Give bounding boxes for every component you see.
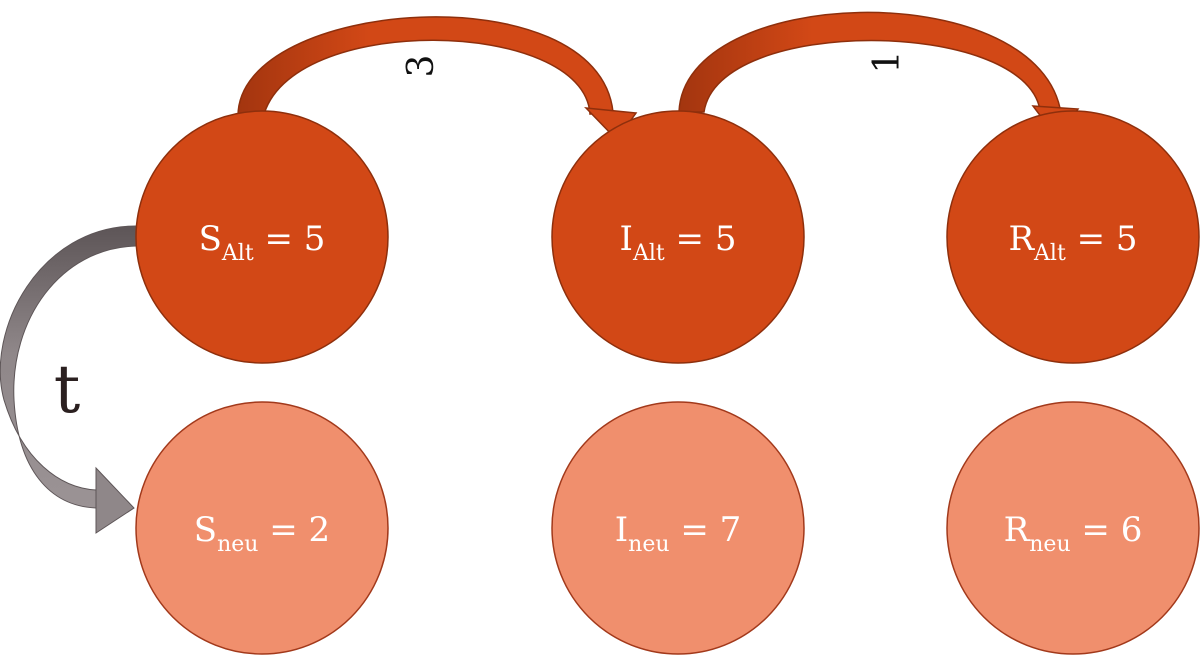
node-s-alt-circle [135,110,389,364]
node-r-neu-label: Rneu = 6 [1004,510,1143,557]
node-i-alt-rest: = 5 [665,219,737,259]
time-label: t [54,351,81,428]
node-i-neu-sub: neu [628,532,669,557]
edge-label-i-to-r: 1 [867,51,908,74]
node-i-neu-rest: = 7 [670,510,742,550]
node-r-alt-label: RAlt = 5 [1008,219,1137,266]
node-s-alt: SAlt = 5 [135,110,389,364]
node-r-alt-rest: = 5 [1066,219,1138,259]
node-s-alt-var: S [199,219,222,259]
node-s-alt-label: SAlt = 5 [199,219,326,266]
node-r-alt: RAlt = 5 [946,110,1200,364]
node-s-neu-var: S [194,510,217,550]
node-i-alt-sub: Alt [632,241,665,266]
arrow-time [0,225,137,534]
node-r-neu-circle [946,401,1200,655]
node-r-neu-var: R [1004,510,1031,550]
node-s-neu: Sneu = 2 [135,401,389,655]
node-s-neu-circle [135,401,389,655]
node-i-alt-label: IAlt = 5 [620,219,737,266]
node-i-alt-var: I [620,219,633,259]
node-i-neu-var: I [615,510,628,550]
node-i-neu: Ineu = 7 [551,401,805,655]
node-r-alt-sub: Alt [1033,241,1066,266]
node-i-alt-circle [551,110,805,364]
node-i-neu-circle [551,401,805,655]
node-s-neu-rest: = 2 [258,510,330,550]
node-r-alt-circle [946,110,1200,364]
node-s-neu-label: Sneu = 2 [194,510,330,557]
node-r-alt-var: R [1008,219,1035,259]
arrow-time-head [95,466,135,534]
node-i-alt: IAlt = 5 [551,110,805,364]
node-s-alt-sub: Alt [221,241,254,266]
node-s-neu-sub: neu [217,532,258,557]
arrow-i-to-r [678,11,1080,140]
node-s-alt-rest: = 5 [254,219,326,259]
node-r-neu-sub: neu [1029,532,1070,557]
node-r-neu: Rneu = 6 [946,401,1200,655]
node-i-neu-label: Ineu = 7 [615,510,742,557]
node-r-neu-rest: = 6 [1071,510,1143,550]
edge-label-s-to-i: 3 [401,55,442,78]
